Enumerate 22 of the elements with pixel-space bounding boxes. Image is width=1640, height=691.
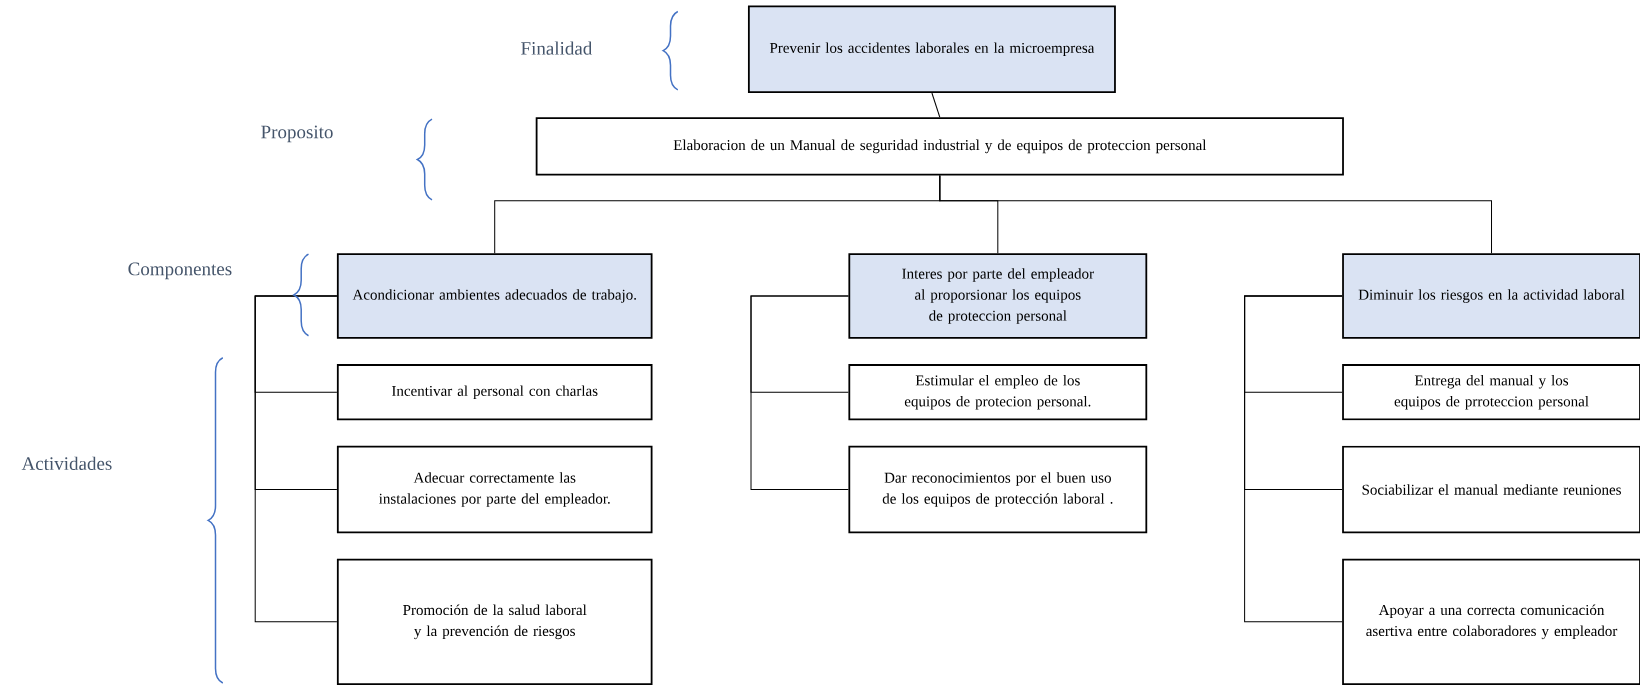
activity-box: Entrega del manual y los equipos de prroteccion personal: [1342, 364, 1640, 421]
connector-line: [254, 295, 338, 623]
activity-box: Dar reconocimientos por el buen uso de los equipos de protección laboral .: [848, 445, 1148, 534]
activity-box: Apoyar a una correcta comunicación asertiva entre colaboradores y empleador: [1342, 558, 1640, 685]
purpose-box: Elaboracion de un Manual de seguridad industrial y de equipos de proteccion personal: [535, 117, 1344, 176]
connector-line: [931, 92, 941, 118]
activity-box: Promoción de la salud laboral y la prevención de riesgos: [336, 558, 653, 685]
component-box: Prevenir los accidentes laborales en la microempresa: [747, 5, 1116, 93]
activity-box: Estimular el empleo de los equipos de protecion personal.: [848, 364, 1148, 421]
activity-box: Adecuar correctamente las instalaciones por parte del empleador.: [336, 445, 653, 534]
level-label: Componentes: [128, 262, 232, 280]
level-label: Proposito: [261, 125, 333, 143]
level-label: Finalidad: [521, 41, 593, 55]
level-label: Actividades: [21, 456, 112, 470]
connector-line: [1244, 295, 1343, 623]
activity-box: Sociabilizar el manual mediante reuniones: [1342, 445, 1640, 534]
connector-line: [939, 175, 1492, 254]
component-box: Acondicionar ambientes adecuados de trabajo.: [336, 253, 653, 339]
activity-box: Incentivar al personal con charlas: [336, 364, 653, 421]
component-box: Diminuir los riesgos en la actividad laboral: [1342, 253, 1640, 339]
component-box: Interes por parte del empleador al proporsionar los equipos de proteccion personal: [848, 253, 1148, 339]
connector-line: [750, 295, 849, 490]
